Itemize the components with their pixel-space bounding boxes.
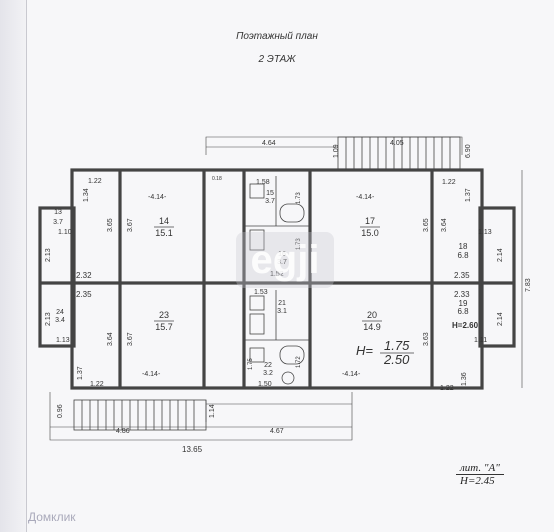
room-15-area: 3.7 bbox=[265, 198, 275, 205]
exterior-walls bbox=[38, 168, 516, 390]
height-formula: Н= 1.75 2.50 Н=2.60 bbox=[356, 321, 479, 367]
dim-1.34: 1.34 bbox=[83, 188, 90, 202]
room-23-number: 23 bbox=[159, 310, 169, 320]
dim-3.65-b: 3.65 bbox=[423, 218, 430, 232]
room-17-area: 15.0 bbox=[361, 228, 379, 238]
dim-2.32: 2.32 bbox=[76, 271, 92, 280]
dim-1.22-a: 1.22 bbox=[88, 178, 102, 185]
room-20-number: 20 bbox=[367, 310, 377, 320]
dim-4.14-a: -4.14- bbox=[148, 194, 167, 201]
room-19-number: 19 bbox=[459, 299, 468, 308]
room-23-area: 15.7 bbox=[155, 322, 173, 332]
room-18-area: 6.8 bbox=[457, 251, 469, 260]
dim-3.64-a: 3.64 bbox=[441, 218, 448, 232]
dim-1.53: 1.53 bbox=[254, 289, 268, 296]
dim-4.67: 4.67 bbox=[270, 428, 284, 435]
dim-0.96: 0.96 bbox=[57, 404, 64, 418]
dim-4.64: 4.64 bbox=[262, 140, 276, 147]
height-260-label: Н=2.60 bbox=[452, 321, 479, 330]
dim-1.58: 1.58 bbox=[256, 179, 270, 186]
dim-1.14: 1.14 bbox=[209, 404, 216, 418]
room-16-number: 16 bbox=[278, 251, 286, 258]
room-21-area: 3.1 bbox=[277, 308, 287, 315]
formula-numerator: 1.75 bbox=[384, 338, 410, 353]
room-14-number: 14 bbox=[159, 216, 169, 226]
room-22-area: 3.2 bbox=[263, 370, 273, 377]
dim-1.10: 1.10 bbox=[58, 229, 72, 236]
dim-1.52: 1.52 bbox=[270, 271, 284, 278]
plan-title: Поэтажный план bbox=[236, 31, 318, 42]
dim-6.90: 6.90 bbox=[465, 144, 472, 158]
room-15-number: 15 bbox=[266, 190, 274, 197]
dim-1.13-b: 1.13 bbox=[56, 337, 70, 344]
formula-prefix: Н= bbox=[356, 343, 373, 358]
dim-0.18: 0.18 bbox=[212, 176, 222, 182]
dimension-labels: 4.64 4.05 1.09 6.90 7.83 13.65 4.86 4.67… bbox=[45, 140, 532, 454]
bathroom-fixtures bbox=[249, 183, 305, 385]
room-18-number: 18 bbox=[459, 242, 468, 251]
dim-13.65: 13.65 bbox=[182, 445, 203, 454]
dim-4.14-c: -4.14- bbox=[142, 371, 161, 378]
room-17-number: 17 bbox=[365, 216, 375, 226]
floor-label: 2 ЭТАЖ bbox=[258, 54, 296, 65]
dim-1.22-c: 1.22 bbox=[90, 381, 104, 388]
dim-7.83: 7.83 bbox=[525, 278, 532, 292]
watermark-logo: egji bbox=[236, 232, 334, 288]
dim-2.13-b: 2.13 bbox=[45, 312, 52, 326]
dim-3.67-a: 3.67 bbox=[127, 218, 134, 232]
bottom-stair bbox=[73, 399, 207, 431]
lit-stamp: лит. "А" Н=2.45 bbox=[456, 462, 504, 487]
room-24-area: 3.4 bbox=[55, 317, 65, 324]
document-sheet bbox=[26, 0, 554, 532]
dim-3.63: 3.63 bbox=[423, 332, 430, 346]
room-16-area: 3.7 bbox=[277, 259, 287, 266]
dim-2.33: 2.33 bbox=[454, 290, 470, 299]
dim-4.14-b: -4.14- bbox=[356, 194, 375, 201]
brand-watermark: Домклик bbox=[28, 510, 76, 524]
room-20-area: 14.9 bbox=[363, 322, 381, 332]
dim-2.35-a: 2.35 bbox=[76, 290, 92, 299]
dim-1.50: 1.50 bbox=[258, 381, 272, 388]
lit-label: лит. "А" bbox=[456, 462, 504, 475]
room-14-area: 15.1 bbox=[155, 228, 173, 238]
dim-1.11: 1.11 bbox=[474, 337, 487, 344]
lit-height: Н=2.45 bbox=[460, 475, 495, 487]
dim-1.37-b: 1.37 bbox=[77, 366, 84, 380]
dim-4.86: 4.86 bbox=[116, 428, 130, 435]
room-13-area: 3.7 bbox=[53, 219, 63, 226]
room-19-area: 6.8 bbox=[457, 307, 469, 316]
dim-2.13-a: 2.13 bbox=[45, 248, 52, 262]
dim-1.72: 1.72 bbox=[296, 356, 302, 368]
room-21-number: 21 bbox=[278, 300, 286, 307]
room-labels: 14 15.1 17 15.0 23 15.7 20 14.9 13 3.7 2… bbox=[53, 190, 469, 377]
page-binding bbox=[0, 0, 26, 532]
room-24-number: 24 bbox=[56, 309, 64, 316]
dim-1.13-a: 1.13 bbox=[478, 229, 492, 236]
dim-2.35-b: 2.35 bbox=[454, 271, 470, 280]
dim-2.14-b: 2.14 bbox=[497, 312, 504, 326]
dim-1.22-b: 1.22 bbox=[442, 179, 456, 186]
dim-1.73-b: 1.73 bbox=[296, 238, 302, 250]
dim-2.14-a: 2.14 bbox=[497, 248, 504, 262]
room-22-number: 22 bbox=[264, 362, 272, 369]
dim-4.05: 4.05 bbox=[390, 140, 404, 147]
dim-1.09: 1.09 bbox=[333, 144, 340, 158]
dim-1.75: 1.75 bbox=[248, 358, 254, 370]
dim-1.22-d: 1.22 bbox=[440, 385, 454, 392]
dim-3.67-b: 3.67 bbox=[127, 332, 134, 346]
dim-3.64-b: 3.64 bbox=[107, 332, 114, 346]
dim-1.36: 1.36 bbox=[461, 372, 468, 386]
room-13-number: 13 bbox=[54, 209, 62, 216]
dim-1.73-a: 1.73 bbox=[296, 192, 302, 204]
dim-1.37-a: 1.37 bbox=[465, 188, 472, 202]
formula-denominator: 2.50 bbox=[383, 352, 410, 367]
dim-4.14-d: -4.14- bbox=[342, 371, 361, 378]
dim-3.65-a: 3.65 bbox=[107, 218, 114, 232]
dimension-lines bbox=[49, 136, 523, 441]
